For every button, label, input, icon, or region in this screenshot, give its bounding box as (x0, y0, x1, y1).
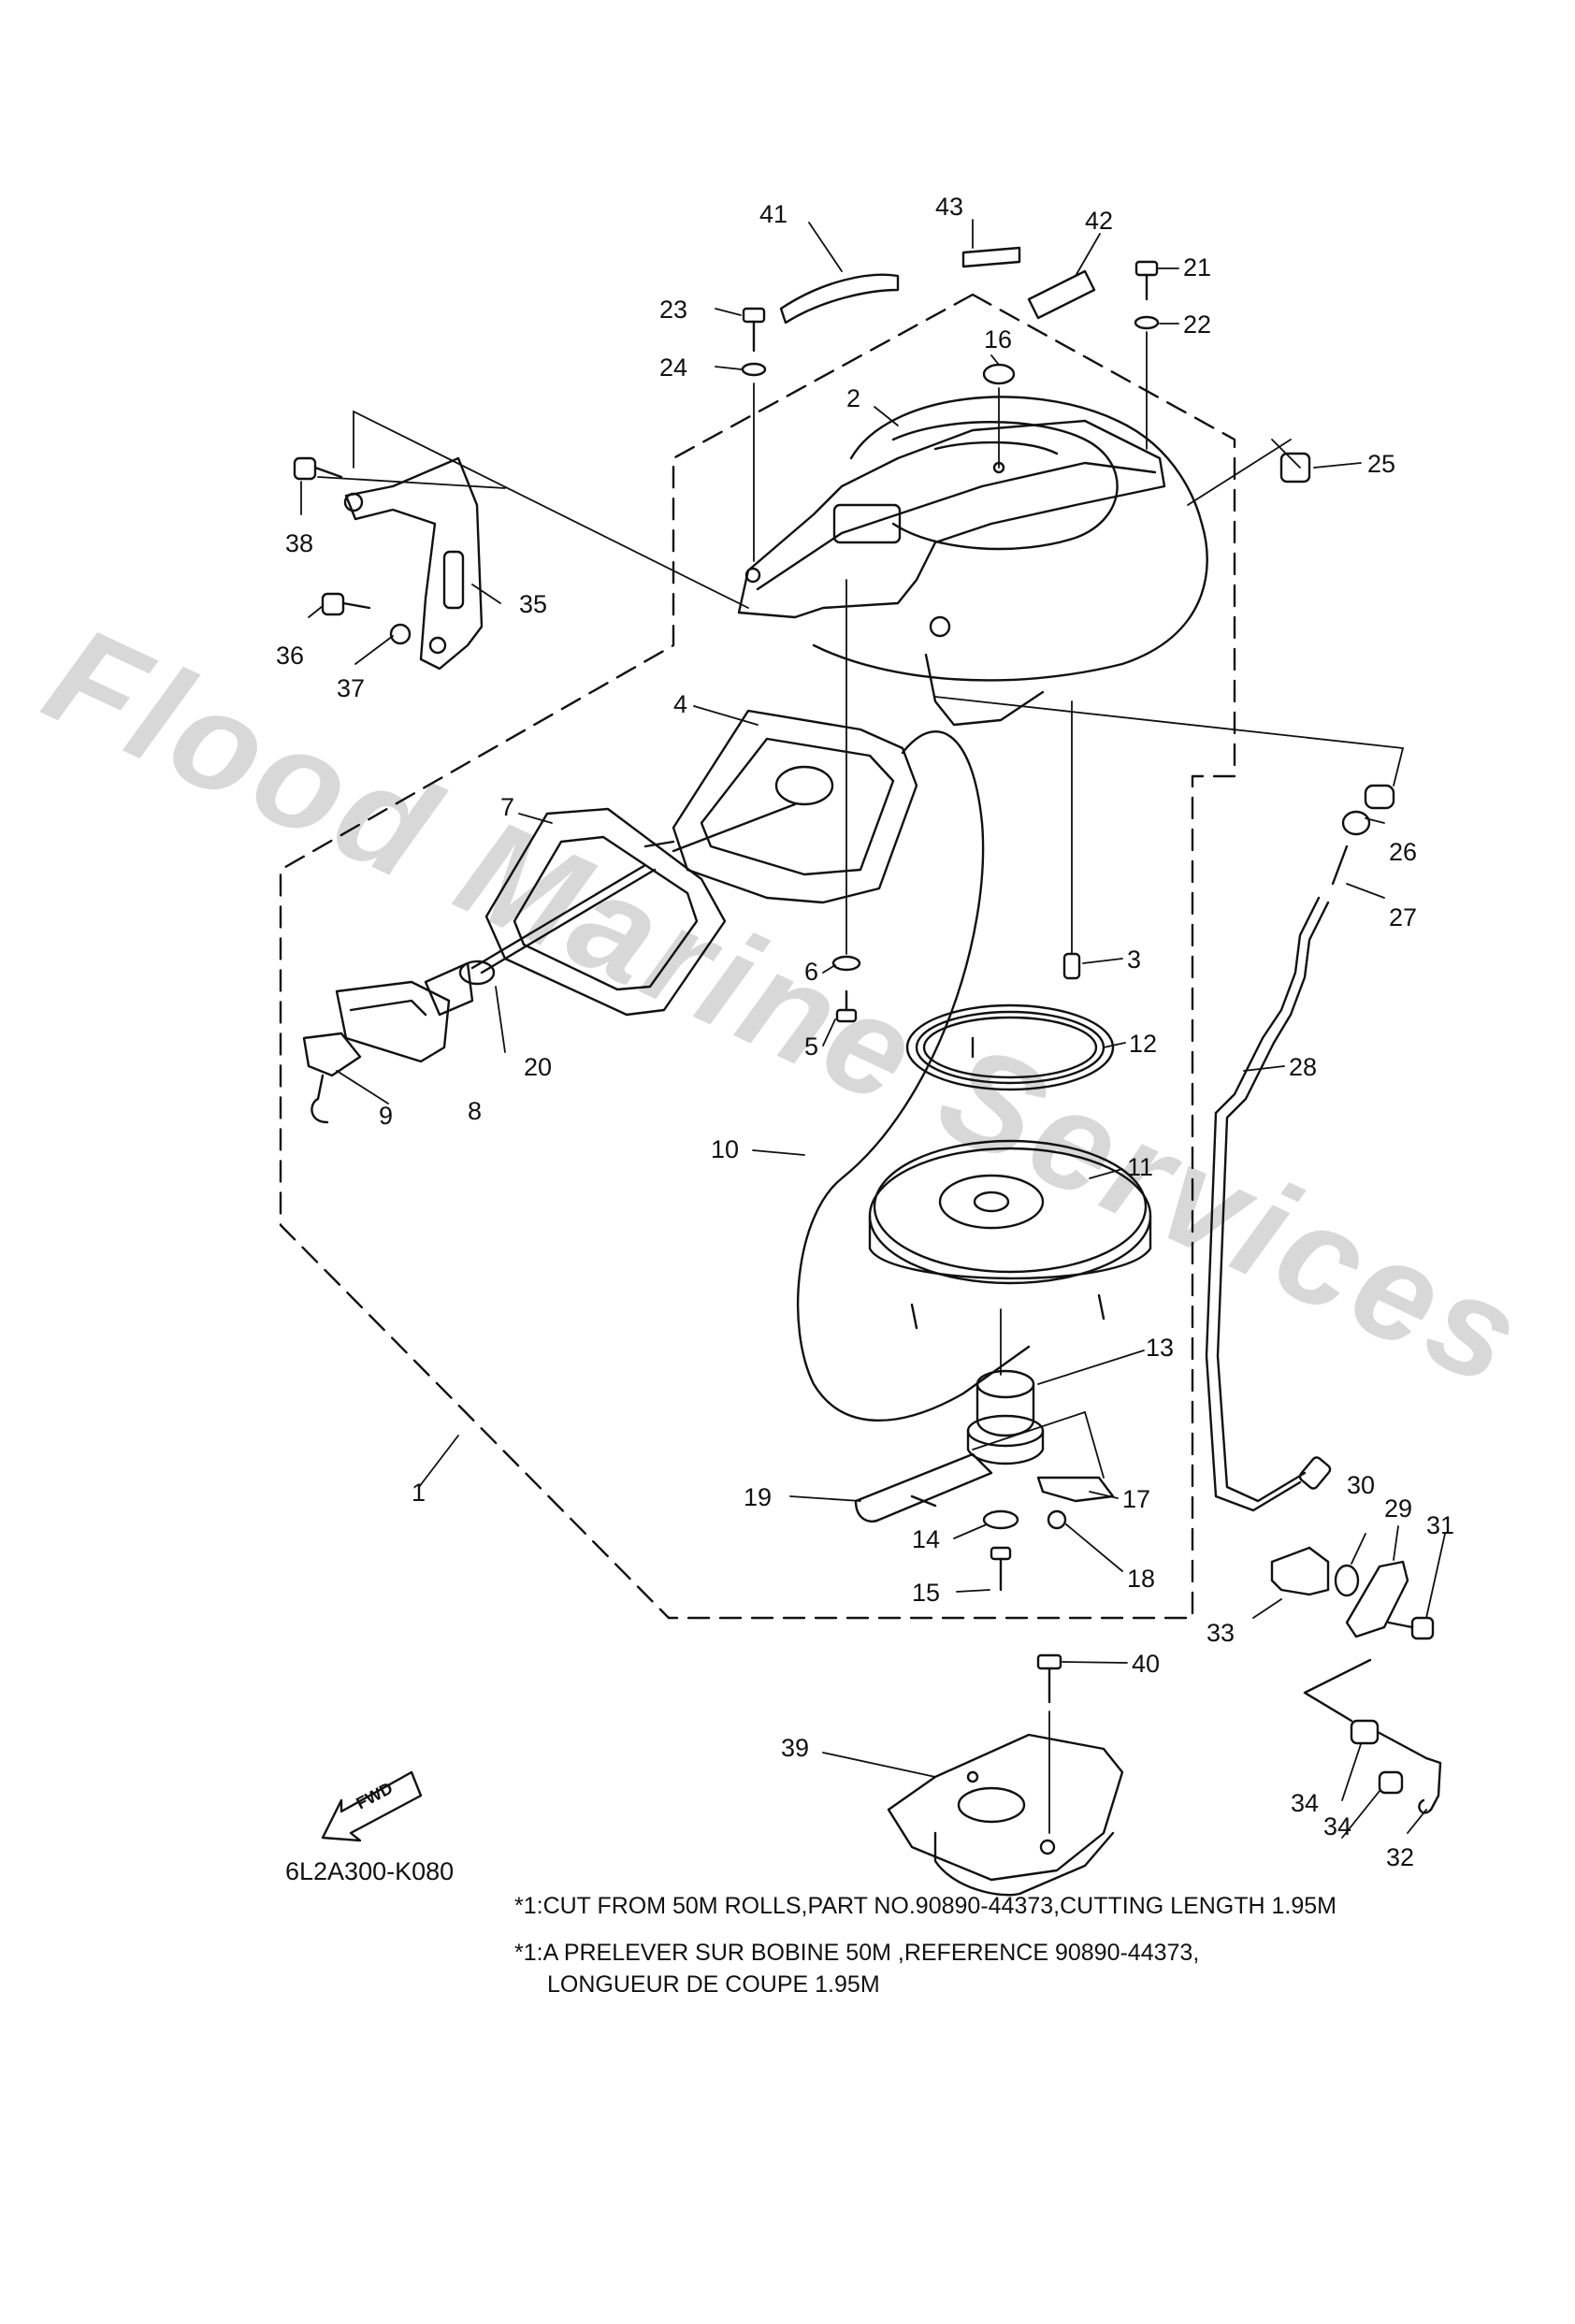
part-label-29: 29 (1384, 1494, 1412, 1523)
part-label-3: 3 (1127, 945, 1141, 974)
part-label-11: 11 (1127, 1153, 1153, 1181)
bolt-31 (1387, 1616, 1435, 1640)
part-label-38: 38 (285, 529, 313, 557)
collar (982, 363, 1016, 385)
clip (1047, 1509, 1067, 1530)
note-line-1: *1:CUT FROM 50M ROLLS,PART NO.90890-4437… (514, 1893, 1337, 1919)
part-label-31: 31 (1426, 1511, 1454, 1539)
part-label-20: 20 (524, 1053, 552, 1081)
part-label-8: 8 (468, 1097, 482, 1125)
part-label-2: 2 (846, 384, 860, 412)
part-label-24: 24 (659, 354, 687, 382)
part-label-4: 4 (673, 690, 687, 718)
part-label-41: 41 (759, 200, 788, 228)
part-label-9: 9 (379, 1102, 393, 1130)
part-label-5: 5 (804, 1032, 818, 1061)
diagram-code: 6L2A300-K080 (285, 1857, 454, 1885)
bracket (343, 456, 484, 671)
link-34-32 (1303, 1658, 1428, 1760)
part-label-14: 14 (912, 1525, 940, 1553)
drive-bushing (966, 1369, 1045, 1465)
part-label-10: 10 (711, 1135, 739, 1163)
part-label-34b: 34 (1323, 1812, 1351, 1840)
friction-plate (854, 1452, 993, 1523)
washer-37 (389, 623, 412, 645)
bolt-5 (835, 989, 858, 1023)
decal-41 (779, 273, 900, 325)
part-label-18: 18 (1127, 1565, 1155, 1593)
part-label-42: 42 (1085, 207, 1113, 235)
part-label-37: 37 (337, 674, 365, 702)
part-label-32: 32 (1386, 1843, 1414, 1871)
recoil-housing (737, 396, 1208, 727)
part-label-25: 25 (1367, 450, 1395, 478)
part-label-40: 40 (1132, 1650, 1160, 1678)
note-line-2: *1:A PRELEVER SUR BOBINE 50M ,REFERENCE … (514, 1940, 1199, 1966)
part-label-17: 17 (1122, 1485, 1150, 1513)
throttle-cable (1205, 784, 1395, 1512)
washer (982, 1509, 1019, 1530)
lever-29 (1345, 1560, 1409, 1638)
handle-base (643, 709, 918, 904)
bolt-15 (990, 1546, 1012, 1592)
decal-42 (1027, 269, 1096, 320)
part-label-7: 7 (500, 793, 514, 821)
washer-24 (741, 362, 767, 377)
mounting-plate (887, 1733, 1124, 1897)
part-label-34a: 34 (1291, 1789, 1319, 1817)
washer-22 (1134, 315, 1160, 330)
grommet (1279, 452, 1311, 484)
bolt-40 (1036, 1653, 1062, 1704)
sheave-drum (868, 1139, 1152, 1330)
handle-ring (484, 807, 727, 1017)
part-label-30: 30 (1347, 1471, 1375, 1499)
part-label-21: 21 (1183, 253, 1211, 281)
decal-43 (961, 246, 1021, 268)
part-label-15: 15 (912, 1579, 940, 1607)
note-line-3: LONGUEUR DE COUPE 1.95M (547, 1971, 880, 1998)
part-label-39: 39 (781, 1734, 809, 1762)
washer-6 (831, 955, 861, 972)
part-label-23: 23 (659, 296, 687, 324)
part-label-1: 1 (412, 1479, 426, 1507)
fwd-label: FWD (353, 1779, 396, 1813)
part-label-33: 33 (1207, 1619, 1235, 1647)
bolt-23 (742, 307, 766, 353)
bolt-38 (293, 456, 343, 481)
bolt-36 (321, 592, 371, 616)
starter-rope (796, 730, 1031, 1422)
joint-34a (1350, 1719, 1380, 1745)
part-label-12: 12 (1129, 1030, 1157, 1058)
starter-handle (302, 863, 657, 1124)
part-label-6: 6 (804, 958, 818, 986)
cable-clamp (1270, 1546, 1330, 1596)
watermark: Flood Marine Services (24, 596, 1547, 1417)
forward-arrow-icon (321, 1770, 423, 1842)
assembly-outline (279, 293, 1236, 1620)
part-label-26: 26 (1389, 838, 1417, 866)
part-label-13: 13 (1146, 1334, 1174, 1362)
part-label-19: 19 (744, 1483, 772, 1511)
joint-34b (1378, 1770, 1404, 1795)
part-label-36: 36 (276, 642, 304, 670)
part-label-22: 22 (1183, 310, 1211, 339)
spacer-30 (1334, 1564, 1360, 1597)
bolt-21 (1134, 260, 1159, 301)
part-label-43: 43 (935, 193, 963, 221)
part-label-35: 35 (519, 590, 547, 618)
pin (1062, 952, 1081, 980)
part-label-27: 27 (1389, 903, 1417, 931)
clip-32 (1418, 1756, 1442, 1814)
pawl (1036, 1476, 1115, 1503)
part-label-16: 16 (984, 325, 1012, 354)
part-label-28: 28 (1289, 1053, 1317, 1081)
